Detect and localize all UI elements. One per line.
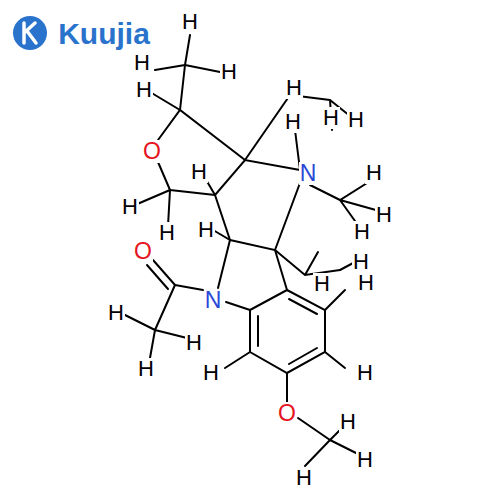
hydrogen-atom: H [353, 221, 371, 243]
logo-icon [13, 16, 47, 50]
bonds [125, 35, 383, 466]
hydrogen-atom: H [339, 411, 357, 433]
hydrogen-atom: H [356, 362, 374, 384]
hydrogen-atom: H [284, 111, 302, 133]
hydrogen-atom: H [185, 332, 203, 354]
hydrogen-atom: H [158, 222, 176, 244]
hydrogen-atom: H [313, 273, 331, 295]
hydrogen-atom: H [220, 61, 238, 83]
hydrogen-atom: H [365, 162, 383, 184]
hydrogen-atom: H [137, 358, 155, 380]
hydrogen-atom: H [181, 11, 199, 33]
nitrogen-atom: N [299, 162, 318, 185]
hydrogen-atom: H [107, 302, 125, 324]
hydrogen-atom: H [352, 251, 370, 273]
hydrogen-atom: H [347, 109, 365, 131]
hydrogen-atom: H [202, 362, 220, 384]
hydrogen-atom: H [375, 204, 393, 226]
nitrogen-atom: N [204, 289, 223, 312]
hydrogen-atom: H [121, 196, 139, 218]
oxygen-atom: O [277, 402, 297, 425]
hydrogen-atom: H [197, 219, 215, 241]
hydrogen-atom: H [357, 272, 375, 294]
hydrogen-atom: H [322, 107, 340, 129]
logo-text: Kuujia [57, 19, 151, 49]
hydrogen-atom: H [356, 449, 374, 471]
hydrogen-atom: H [135, 79, 153, 101]
hydrogen-atom: H [295, 467, 313, 489]
hydrogen-atom: H [190, 161, 208, 183]
oxygen-atom: O [142, 140, 162, 163]
hydrogen-atom: H [133, 52, 151, 74]
oxygen-atom: O [133, 240, 153, 263]
hydrogen-atom: H [285, 77, 303, 99]
